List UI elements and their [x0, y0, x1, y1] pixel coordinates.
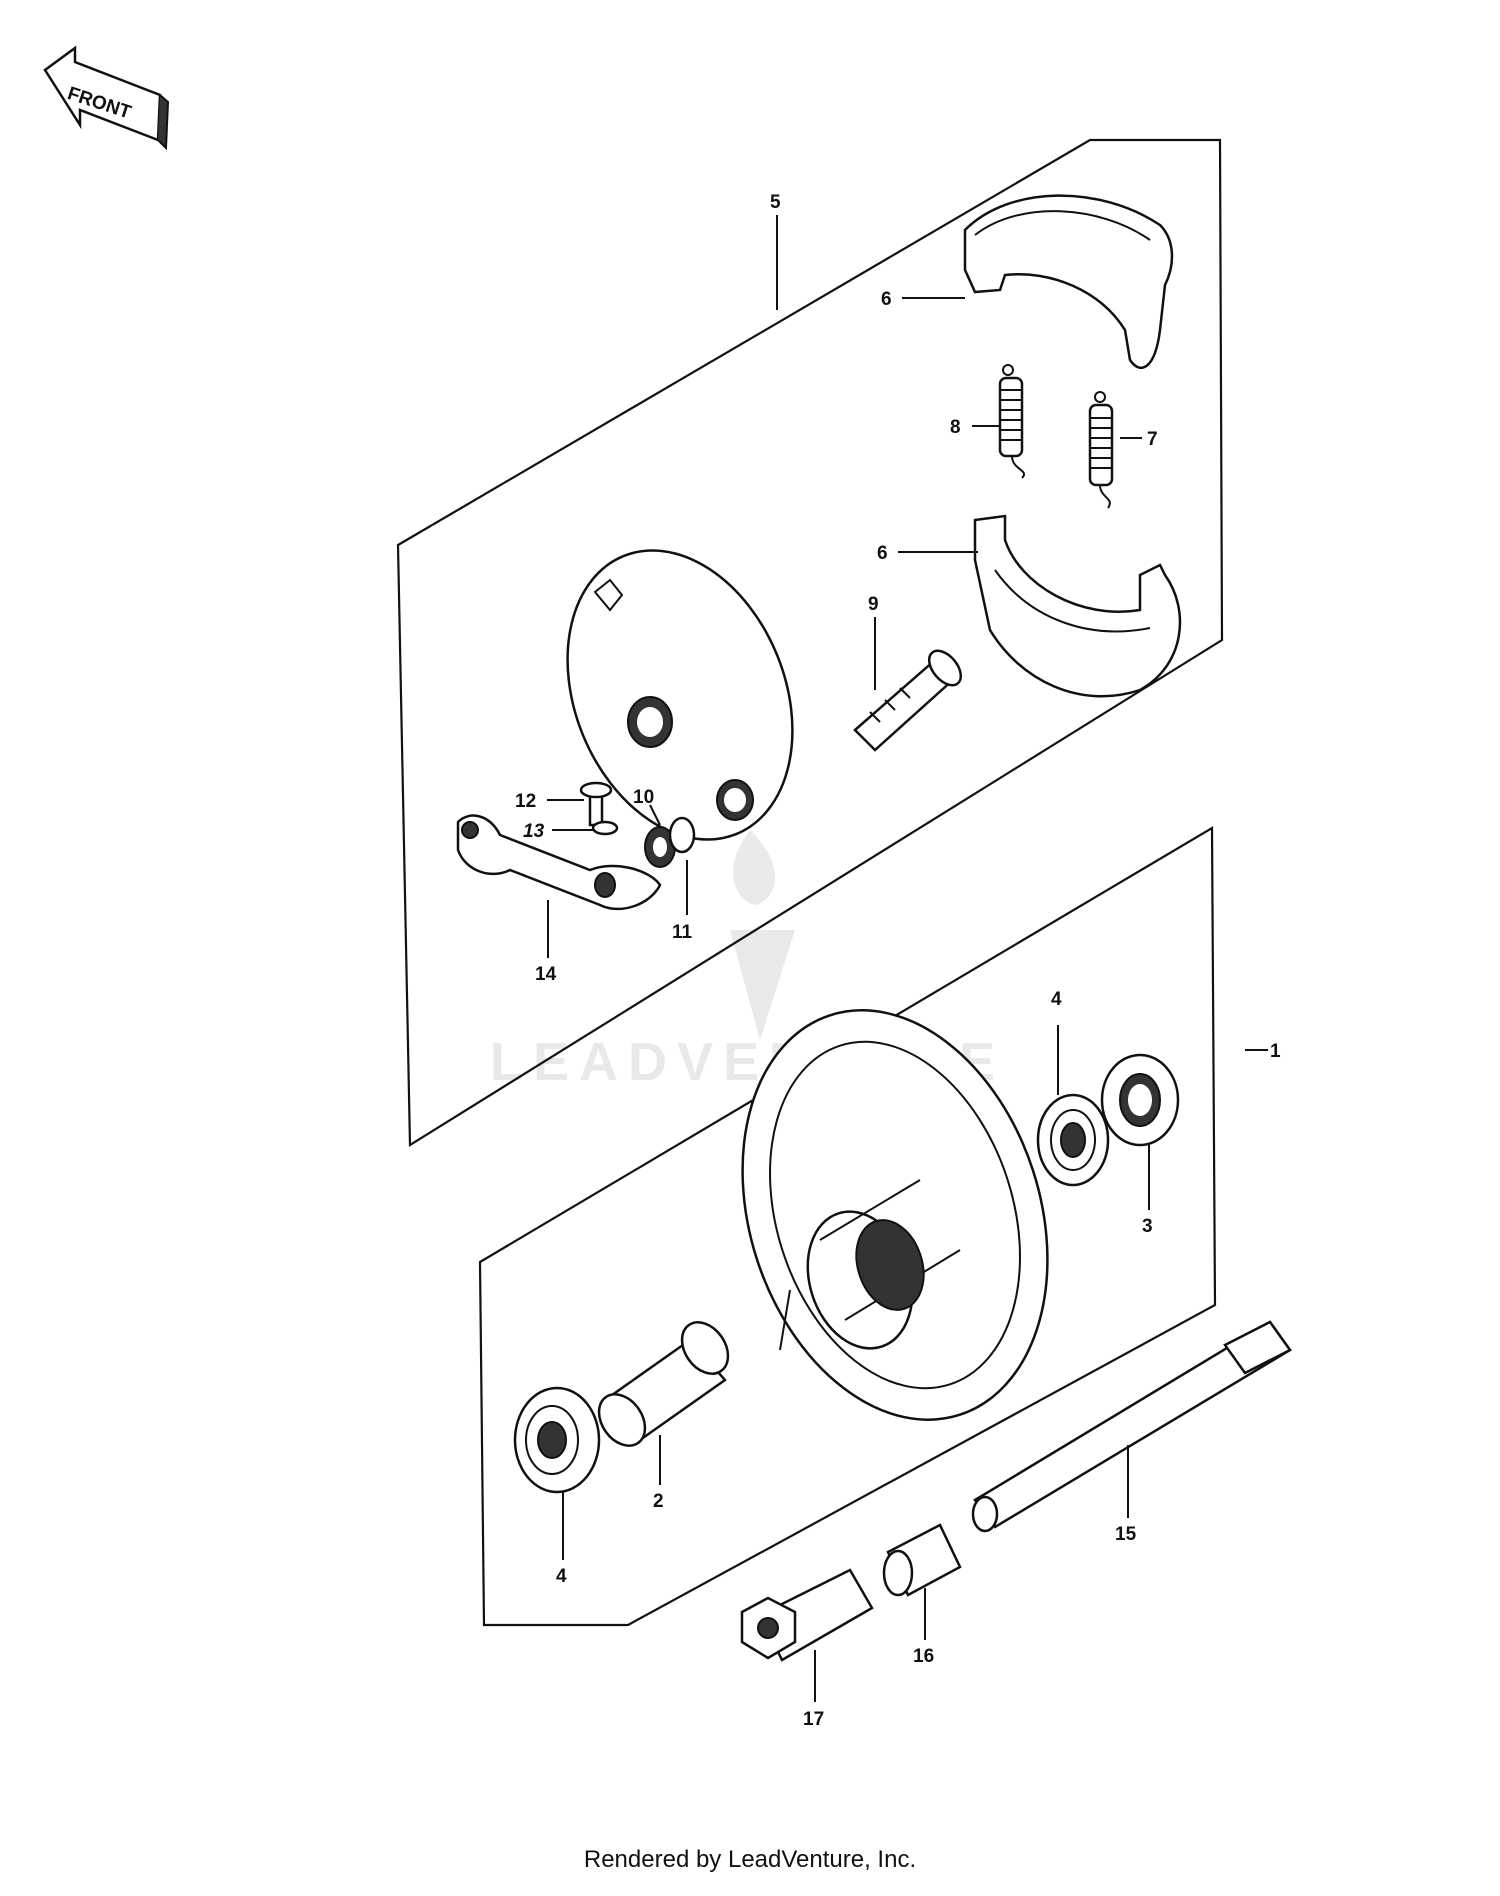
- callout-3: 3: [1142, 1216, 1153, 1237]
- axle-nut-17: [740, 1568, 874, 1662]
- brake-shoe-lower: [973, 514, 1182, 698]
- callout-6a: 6: [881, 289, 892, 310]
- callout-2: 2: [653, 1491, 664, 1512]
- callout-1: 1: [1270, 1041, 1281, 1062]
- washer-13: [591, 820, 619, 836]
- footer-credit: Rendered by LeadVenture, Inc.: [583, 1846, 917, 1873]
- callout-9: 9: [868, 594, 879, 615]
- wheel-hub: [741, 1009, 1049, 1421]
- callout-labels: 1 2 3 4 4 5 6 6 7 8 9 10 11 12 13 14 15 …: [515, 192, 1281, 1730]
- callout-17: 17: [803, 1709, 824, 1730]
- callout-11: 11: [672, 922, 693, 943]
- collar-16: [882, 1523, 962, 1597]
- callout-12: 12: [515, 791, 536, 812]
- oil-seal-3: [1100, 1053, 1180, 1147]
- bolt-12: [579, 781, 613, 827]
- wheel-hub-group-frame: [478, 826, 1217, 1627]
- spring-8: [998, 364, 1025, 479]
- axle-15: [971, 1320, 1292, 1533]
- callout-6b: 6: [877, 543, 888, 564]
- bearing-4-lower: [513, 1386, 601, 1494]
- front-arrow-icon: FRONT: [43, 45, 170, 151]
- callout-14: 14: [535, 964, 557, 985]
- spring-7: [1088, 391, 1114, 509]
- callout-5: 5: [770, 192, 781, 213]
- callout-4a: 4: [1051, 989, 1062, 1010]
- distance-collar: [597, 1321, 730, 1447]
- brake-cam-shaft: [853, 649, 963, 752]
- callout-8: 8: [950, 417, 961, 438]
- callout-13: 13: [523, 821, 545, 842]
- callout-4b: 4: [556, 1566, 567, 1587]
- seal-11: [668, 816, 696, 854]
- brake-panel-group-frame: [396, 138, 1224, 1147]
- leader-lines: [547, 215, 1268, 1702]
- callout-15: 15: [1115, 1524, 1137, 1545]
- callout-7: 7: [1147, 429, 1158, 450]
- callout-10: 10: [633, 787, 654, 808]
- brake-panel: [566, 549, 794, 841]
- bearing-4-upper: [1036, 1093, 1110, 1187]
- brake-shoe-upper: [963, 194, 1174, 369]
- brake-arm: [456, 814, 662, 911]
- callout-16: 16: [913, 1646, 934, 1667]
